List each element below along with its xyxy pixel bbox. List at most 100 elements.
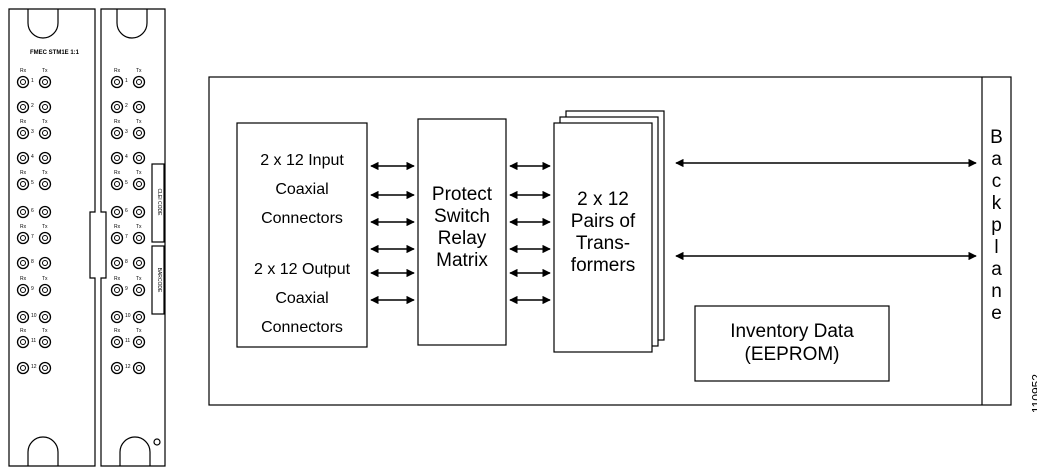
transformers-line-4: formers [570, 255, 636, 276]
coax-connector-icon [110, 256, 124, 270]
coax-connector-pin-icon [42, 260, 48, 266]
rx-label: Rx [114, 119, 121, 125]
coax-connector-icon [38, 100, 52, 114]
backplane-letter: k [991, 193, 1002, 214]
coax-connector-icon [110, 151, 124, 165]
relay-matrix-line-1: Protect [431, 184, 493, 205]
coax-connector-pin-icon [136, 314, 142, 320]
input-connectors-line-3: Connectors [261, 210, 343, 227]
coax-connector-icon [132, 177, 146, 191]
port-number: 9 [125, 286, 128, 292]
tx-label: Tx [42, 170, 48, 176]
port-number: 1 [31, 78, 34, 84]
coax-connector-pin-icon [114, 339, 120, 345]
coax-connector-pin-icon [42, 339, 48, 345]
transformer-block-front [553, 122, 653, 353]
coaxial-connectors-block [236, 122, 368, 348]
port-number: 10 [31, 313, 37, 319]
coax-connector-pin-icon [136, 209, 142, 215]
coax-connector-pin-icon [20, 365, 26, 371]
coax-connector-icon [38, 310, 52, 324]
port-number: 7 [31, 234, 34, 240]
input-connectors-label: 2 x 12 Input Coaxial Connectors [237, 146, 367, 233]
coax-connector-icon [16, 151, 30, 165]
coax-connector-icon [16, 361, 30, 375]
coax-connector-pin-icon [42, 235, 48, 241]
fmec-panel-left [8, 8, 96, 467]
coax-connector-icon [16, 177, 30, 191]
backplane-letter: c [991, 171, 1002, 192]
tx-label: Tx [42, 119, 48, 125]
coax-connector-icon [38, 231, 52, 245]
coax-connector-icon [132, 335, 146, 349]
port-number: 4 [125, 154, 128, 160]
relay-matrix-block [417, 118, 507, 346]
port-number: 12 [125, 364, 131, 370]
inventory-line-2: (EEPROM) [744, 344, 840, 365]
tx-label: Tx [42, 328, 48, 334]
coax-connector-pin-icon [114, 365, 120, 371]
output-connectors-line-3: Connectors [261, 319, 343, 336]
backplane-letter: n [991, 281, 1002, 302]
coax-connector-icon [132, 310, 146, 324]
rx-label: Rx [20, 68, 27, 74]
port-number: 12 [31, 364, 37, 370]
coax-connector-pin-icon [136, 130, 142, 136]
input-connectors-line-1: 2 x 12 Input [260, 152, 344, 169]
coax-connector-icon [38, 361, 52, 375]
port-number: 3 [31, 129, 34, 135]
signal-arrows [370, 161, 551, 305]
rx-label: Rx [20, 276, 27, 282]
transformers-line-1: 2 x 12 [577, 189, 629, 210]
rx-label: Rx [114, 68, 121, 74]
port-number: 11 [31, 338, 37, 344]
coax-connector-icon [38, 75, 52, 89]
figure-id: 110952 [1029, 374, 1037, 414]
rx-label: Rx [20, 119, 27, 125]
panel-title: FMEC STM1E 1:1 [30, 50, 80, 56]
coax-connector-icon [16, 256, 30, 270]
rx-label: Rx [20, 170, 27, 176]
port-number: 2 [125, 103, 128, 109]
coax-connector-pin-icon [42, 79, 48, 85]
port-number: 9 [31, 286, 34, 292]
output-connectors-line-1: 2 x 12 Output [253, 261, 351, 278]
tx-label: Tx [136, 224, 142, 230]
coax-connector-pin-icon [136, 104, 142, 110]
port-number: 10 [125, 313, 131, 319]
coax-connector-pin-icon [20, 339, 26, 345]
coax-connector-icon [110, 310, 124, 324]
output-connectors-label: 2 x 12 Output Coaxial Connectors [237, 255, 367, 342]
rx-label: Rx [114, 224, 121, 230]
coax-connector-icon [110, 335, 124, 349]
coax-connector-icon [110, 361, 124, 375]
coax-connector-icon [38, 335, 52, 349]
clei-code-label: CLEI CODE [156, 188, 162, 216]
coax-connector-pin-icon [20, 155, 26, 161]
coax-connector-pin-icon [136, 339, 142, 345]
backplane-letter: p [991, 215, 1002, 236]
coax-connector-pin-icon [20, 209, 26, 215]
tx-label: Tx [136, 328, 142, 334]
port-number: 6 [31, 208, 34, 214]
rx-label: Rx [114, 276, 121, 282]
mounting-slot-bottom-left [27, 436, 59, 466]
coax-connector-pin-icon [20, 130, 26, 136]
coax-connector-icon [38, 126, 52, 140]
coax-connector-pin-icon [114, 155, 120, 161]
coax-connector-pin-icon [114, 235, 120, 241]
inventory-eeprom-block [694, 305, 890, 382]
coax-connector-icon [38, 177, 52, 191]
coax-connector-icon [110, 75, 124, 89]
coax-connector-icon [132, 231, 146, 245]
coax-connector-pin-icon [20, 314, 26, 320]
rx-label: Rx [114, 170, 121, 176]
coax-connector-pin-icon [114, 79, 120, 85]
coax-connector-icon [16, 126, 30, 140]
tx-label: Tx [136, 119, 142, 125]
coax-connector-pin-icon [20, 104, 26, 110]
coax-connector-icon [16, 283, 30, 297]
coax-connector-pin-icon [136, 365, 142, 371]
panel-screw-icon [153, 438, 161, 446]
coax-connector-pin-icon [114, 130, 120, 136]
